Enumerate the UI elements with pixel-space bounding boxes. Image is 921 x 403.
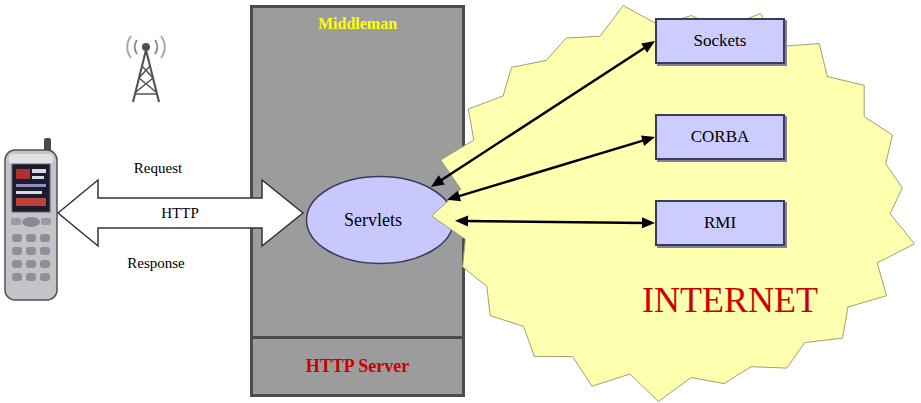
connector-arrow [447, 135, 655, 201]
connector-line [465, 221, 645, 223]
protocol-label: RMI [704, 213, 736, 233]
starburst-shape [432, 6, 915, 402]
arrow-head [641, 41, 655, 53]
server-box: MiddlemanServletsHTTP Server [250, 5, 465, 397]
connector-line [439, 46, 646, 181]
cloud-title: INTERNET [642, 280, 818, 320]
mobile-phone [5, 138, 57, 300]
label-slot: HTTP [161, 204, 199, 222]
protocol-box: CORBA [655, 114, 785, 160]
internet-cloud: INTERNET SocketsCORBA RMI [430, 0, 921, 403]
server-band: HTTP Server [253, 336, 462, 394]
antenna-tower [127, 36, 165, 102]
arrow-head [642, 217, 655, 228]
starburst-outline [430, 0, 921, 403]
label-slot: Request [134, 159, 182, 177]
arrow-label: Response [127, 254, 185, 272]
band-label: HTTP Server [306, 356, 409, 377]
ellipse-shape [307, 177, 454, 264]
arrow-label: Request [134, 159, 182, 177]
protocol-box: Sockets [655, 18, 785, 64]
connector-arrow [455, 215, 655, 228]
arrow-label: HTTP [161, 204, 199, 222]
servlet-label: Servlets [344, 210, 402, 231]
http-double-arrow [58, 180, 303, 246]
protocol-label: CORBA [691, 127, 750, 147]
arrow-head [641, 135, 655, 146]
label-slot: Response [127, 254, 185, 272]
protocol-box: RMI [655, 200, 785, 246]
ellipse-outline [305, 175, 455, 265]
protocol-label: Sockets [694, 31, 747, 51]
box-title: Middleman [253, 8, 462, 34]
arrow-head [447, 191, 461, 202]
connector-arrow [431, 41, 655, 187]
arrow-head [431, 175, 445, 187]
arrow-head [455, 215, 468, 226]
servlet-ellipse: Servlets [305, 175, 455, 265]
connector-line [457, 140, 646, 197]
